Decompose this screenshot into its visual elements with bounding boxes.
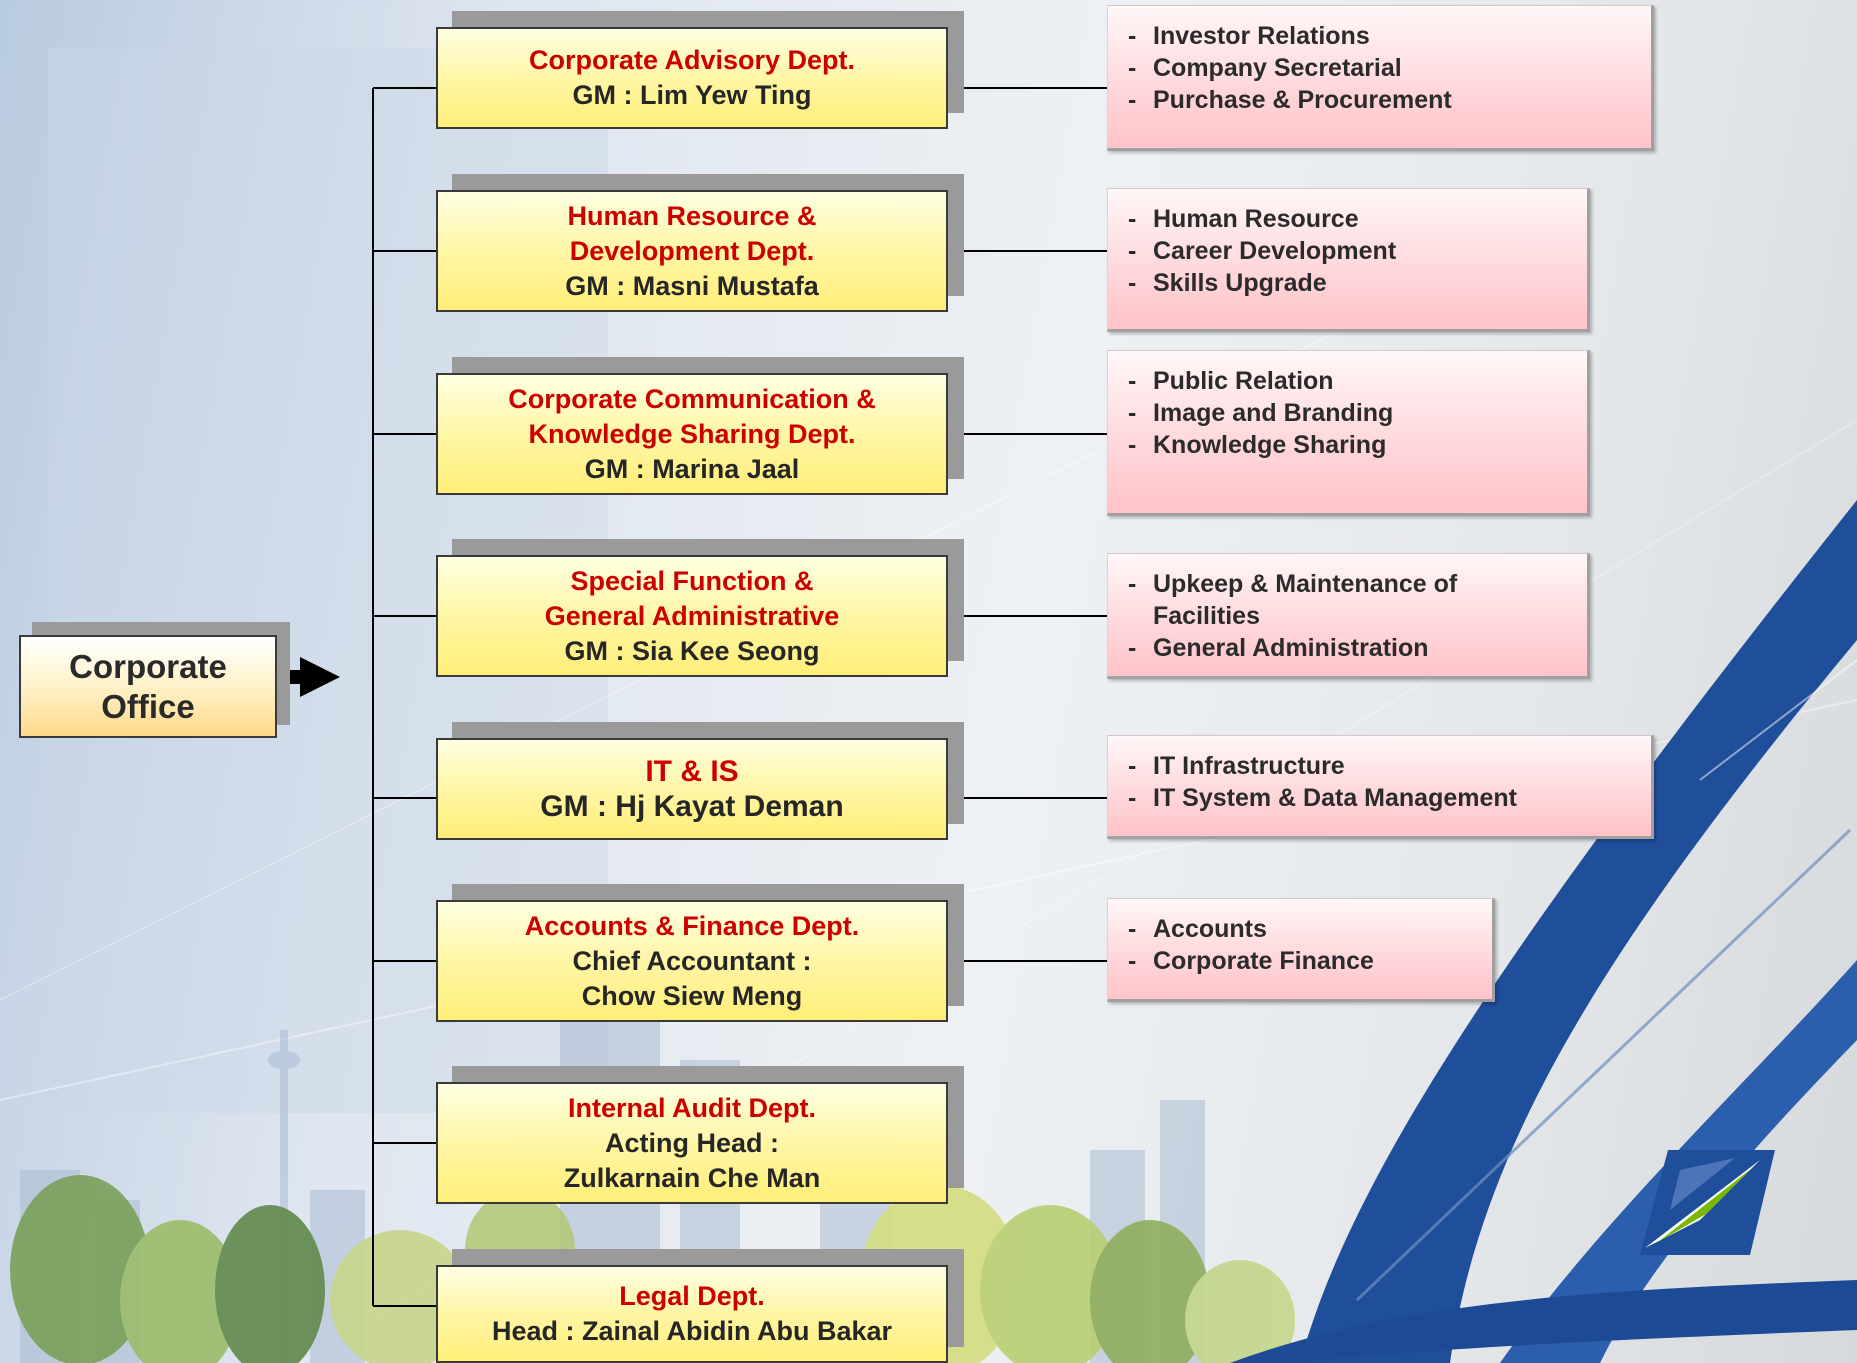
bullet-dash: - — [1128, 752, 1137, 780]
bullet-dash: - — [1128, 367, 1137, 395]
bullet-dash: - — [1128, 86, 1137, 114]
arrow-right-icon — [277, 657, 340, 697]
department-head: GM : Sia Kee Seong — [564, 635, 820, 666]
corporate-office-box: Corporate Office — [19, 635, 277, 738]
function-list-item: -Upkeep & Maintenance of Facilities — [1108, 568, 1587, 632]
function-list-item: -IT Infrastructure — [1108, 750, 1651, 782]
function-list-box: -IT Infrastructure-IT System & Data Mana… — [1107, 735, 1654, 839]
department-box: Corporate Communication & Knowledge Shari… — [436, 373, 948, 495]
corporate-office-label-line1: Corporate — [69, 647, 227, 685]
department-title: Corporate Communication & — [508, 383, 876, 414]
function-item-text: Knowledge Sharing — [1153, 431, 1387, 459]
department-box: Internal Audit Dept. Acting Head : Zulkarn… — [436, 1082, 948, 1204]
function-list-box: -Investor Relations-Company Secretarial-… — [1107, 5, 1654, 151]
department-title: Corporate Advisory Dept. — [528, 45, 856, 75]
function-item-text: Investor Relations — [1153, 22, 1370, 50]
function-list-item: -Investor Relations — [1108, 20, 1651, 52]
function-list-item: -Skills Upgrade — [1108, 267, 1587, 299]
function-item-text: General Administration — [1153, 634, 1429, 662]
bullet-dash: - — [1128, 947, 1137, 975]
function-list-box: -Public Relation-Image and Branding-Know… — [1107, 350, 1590, 516]
department-head: GM : Masni Mustafa — [565, 270, 819, 301]
function-list-item: -Image and Branding — [1108, 397, 1587, 429]
function-item-text: Facilities — [1153, 602, 1260, 630]
department-head: GM : Lim Yew Ting — [572, 80, 812, 110]
department-head: Head : Zainal Abidin Abu Bakar — [491, 1316, 893, 1346]
department-title: Special Function & — [570, 565, 814, 596]
department-title: Legal Dept. — [619, 1281, 765, 1311]
department-box: Accounts & Finance Dept. Chief Accountant… — [436, 900, 948, 1022]
function-item-text: Upkeep & Maintenance of — [1153, 570, 1458, 598]
company-logo-icon — [1640, 1150, 1775, 1255]
bullet-dash: - — [1128, 205, 1137, 233]
department-head: Zulkarnain Che Man — [563, 1162, 821, 1193]
function-item-text: Career Development — [1153, 237, 1397, 265]
function-list-item: -Corporate Finance — [1108, 945, 1492, 977]
department-head: Acting Head : — [604, 1127, 779, 1158]
function-list-item: -Purchase & Procurement — [1108, 84, 1651, 116]
function-list-item: -Accounts — [1108, 913, 1492, 945]
function-item-text: Corporate Finance — [1153, 947, 1374, 975]
bullet-dash: - — [1128, 399, 1137, 427]
function-list-item: -Knowledge Sharing — [1108, 429, 1587, 461]
function-item-text: Company Secretarial — [1153, 54, 1402, 82]
bullet-dash: - — [1128, 784, 1137, 812]
bullet-dash: - — [1128, 269, 1137, 297]
function-list-item: -Human Resource — [1108, 203, 1587, 235]
function-list-box: -Accounts-Corporate Finance — [1107, 898, 1495, 1002]
bullet-dash: - — [1128, 237, 1137, 265]
function-item-text: IT System & Data Management — [1153, 784, 1517, 812]
bullet-dash: - — [1128, 570, 1137, 598]
department-title: Accounts & Finance Dept. — [524, 910, 860, 941]
department-box: Special Function & General Administrative… — [436, 555, 948, 677]
function-item-text: Purchase & Procurement — [1153, 86, 1452, 114]
bullet-dash: - — [1128, 915, 1137, 943]
function-list-box: -Human Resource-Career Development-Skill… — [1107, 188, 1590, 332]
function-item-text: IT Infrastructure — [1153, 752, 1345, 780]
function-item-text: Image and Branding — [1153, 399, 1394, 427]
department-title: Human Resource & — [567, 200, 817, 231]
department-title: Knowledge Sharing Dept. — [528, 418, 856, 449]
function-list-item: -IT System & Data Management — [1108, 782, 1651, 814]
function-list-item: -General Administration — [1108, 632, 1587, 664]
department-title: Development Dept. — [569, 235, 815, 266]
department-box: Legal Dept. Head : Zainal Abidin Abu Baka… — [436, 1265, 948, 1363]
department-head: Chow Siew Meng — [581, 980, 803, 1011]
department-title: General Administrative — [544, 600, 840, 631]
bullet-dash: - — [1128, 634, 1137, 662]
department-head: Chief Accountant : — [572, 945, 812, 976]
function-list-item: -Company Secretarial — [1108, 52, 1651, 84]
department-box: Corporate Advisory Dept. GM : Lim Yew Tin… — [436, 27, 948, 129]
corporate-office-label-line2: Office — [101, 687, 195, 725]
bullet-dash: - — [1128, 431, 1137, 459]
department-head: GM : Hj Kayat Deman — [540, 790, 844, 823]
department-box: Human Resource & Development Dept. GM : Ma… — [436, 190, 948, 312]
function-list-item: -Career Development — [1108, 235, 1587, 267]
function-item-text: Skills Upgrade — [1153, 269, 1327, 297]
function-item-text: Public Relation — [1153, 367, 1334, 395]
department-head: GM : Marina Jaal — [584, 453, 800, 484]
department-title: Internal Audit Dept. — [568, 1092, 816, 1123]
function-item-text: Accounts — [1153, 915, 1267, 943]
bullet-dash: - — [1128, 54, 1137, 82]
function-item-text: Human Resource — [1153, 205, 1359, 233]
bullet-dash: - — [1128, 22, 1137, 50]
function-list-item: -Public Relation — [1108, 365, 1587, 397]
department-title: IT & IS — [645, 755, 739, 788]
